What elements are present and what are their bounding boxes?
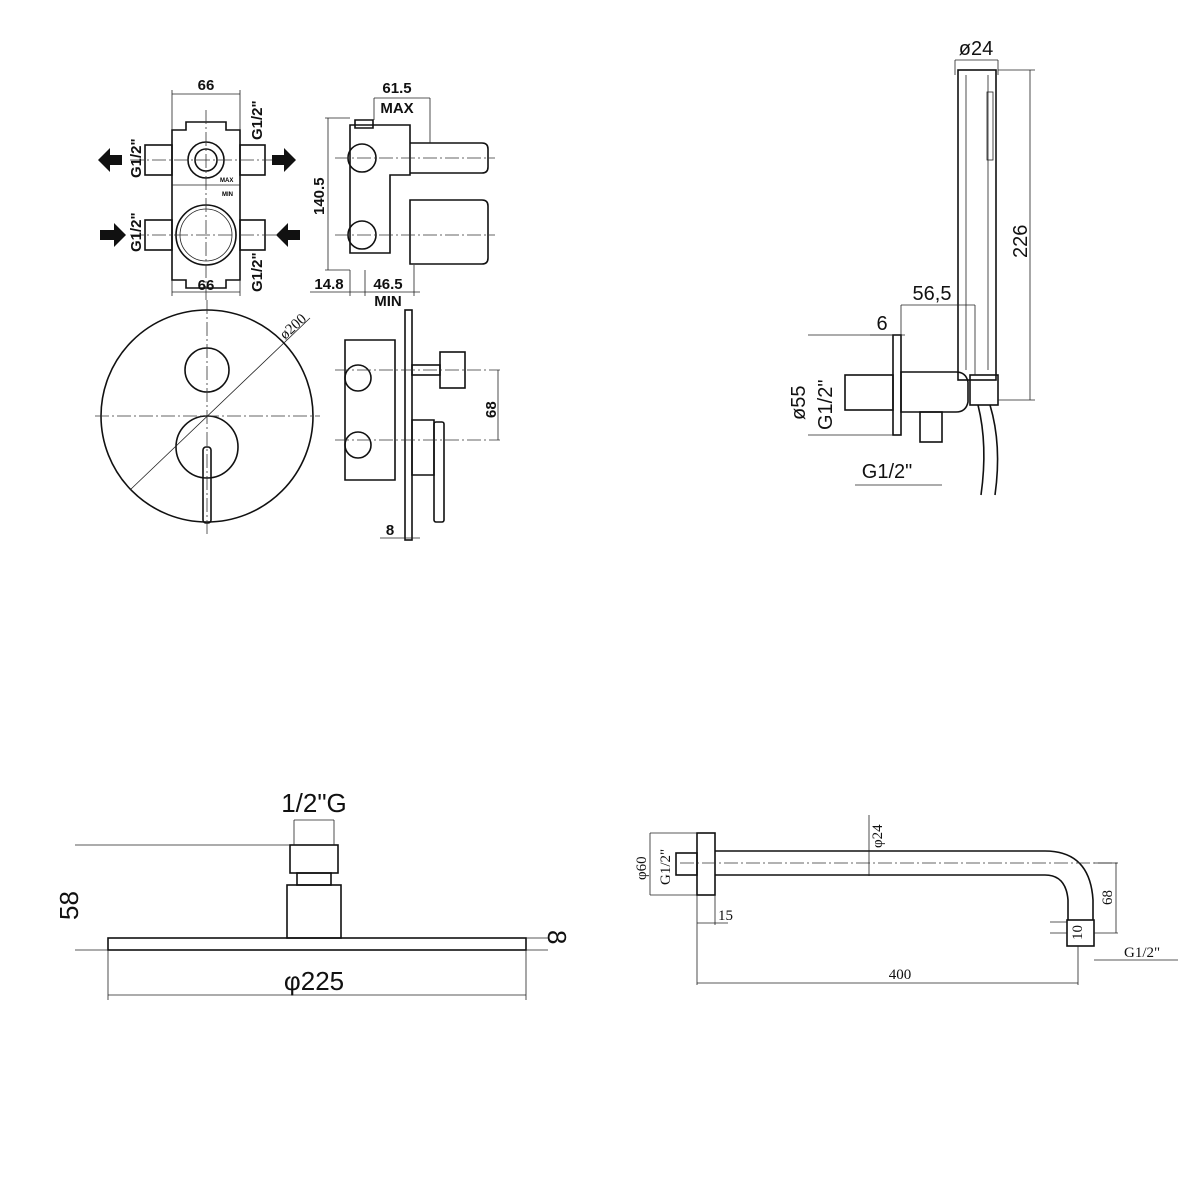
dim-height: 140.5 xyxy=(311,177,328,215)
dim-plate-thickness: 6 xyxy=(876,313,887,335)
dim-offset: 14.8 xyxy=(314,276,343,293)
dim-plate-diameter: ø55 xyxy=(788,386,810,420)
arrow-out-left-icon xyxy=(98,148,122,172)
min-mark: MIN xyxy=(222,192,233,198)
label-wall-thread: G1/2" xyxy=(658,849,674,885)
arrow-in-right-icon xyxy=(276,223,300,247)
dim-width-top: 66 xyxy=(198,77,215,94)
label-inlet-left-lower: G1/2" xyxy=(128,212,145,252)
dim-height: 58 xyxy=(54,891,84,920)
dim-plate-thickness: 8 xyxy=(386,522,394,539)
dim-plate-diameter: ø200 xyxy=(277,311,310,343)
hand-shower-set: ø24 226 56,5 6 ø55 G1/2" G1/2" xyxy=(788,38,1035,496)
arrow-out-right-icon xyxy=(272,148,296,172)
dim-projection: 56,5 xyxy=(913,283,952,305)
dim-nut-height: 10 xyxy=(1070,925,1086,940)
label-outlet-thread: G1/2" xyxy=(1124,945,1160,961)
dim-depth-max: 61.5 xyxy=(382,80,411,97)
label-hose-thread: G1/2" xyxy=(862,461,912,483)
dim-length: 400 xyxy=(889,967,912,983)
dim-spacing: 68 xyxy=(483,401,500,418)
shower-arm: φ24 φ60 G1/2" 15 68 10 G1/2" 400 xyxy=(634,815,1178,985)
dim-depth-min: 46.5 xyxy=(373,276,402,293)
label-inlet-right-lower: G1/2" xyxy=(249,252,266,292)
dim-tube-diameter: φ24 xyxy=(870,824,886,848)
arrow-in-left-icon xyxy=(100,223,126,247)
dim-diameter: φ225 xyxy=(284,966,344,996)
label-max: MAX xyxy=(380,100,413,117)
cover-plate-side-view: 68 8 xyxy=(335,309,500,541)
valve-body-side-view: 140.5 61.5 MAX 14.8 46.5 MIN xyxy=(310,80,495,310)
dim-flange-depth: 15 xyxy=(718,908,733,924)
label-inlet-thread: G1/2" xyxy=(815,380,837,430)
label-thread: 1/2"G xyxy=(281,788,347,818)
dim-drop: 68 xyxy=(1100,890,1116,905)
dim-width-bottom: 66 xyxy=(198,277,215,294)
label-outlet-left-upper: G1/2" xyxy=(128,138,145,178)
dim-handle-diameter: ø24 xyxy=(959,38,993,60)
head-shower: 1/2"G 58 8 φ225 xyxy=(54,788,572,1000)
dim-thickness: 8 xyxy=(542,930,572,944)
cover-plate-front-view: ø200 xyxy=(95,300,320,535)
label-min: MIN xyxy=(374,293,402,310)
valve-body-front-view: 66 66 G1/2" G1/2" G1/2" G1/2" MAX MIN xyxy=(98,77,300,300)
max-mark: MAX xyxy=(220,178,233,184)
label-outlet-right-upper: G1/2" xyxy=(249,100,266,140)
dim-handle-length: 226 xyxy=(1010,225,1032,258)
dim-flange-diameter: φ60 xyxy=(634,856,650,880)
